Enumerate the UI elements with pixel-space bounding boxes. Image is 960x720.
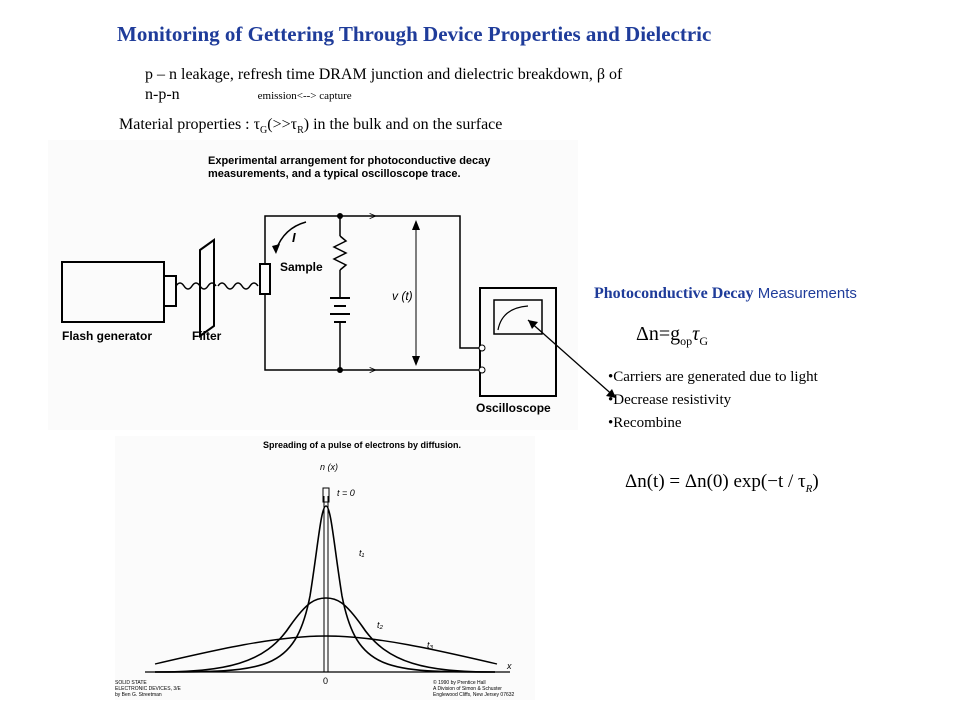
t3-label: t₃ bbox=[427, 640, 434, 650]
npn-label: n-p-n bbox=[145, 86, 180, 103]
oscilloscope-screen bbox=[493, 299, 543, 335]
oscilloscope-label: Oscilloscope bbox=[476, 401, 551, 415]
filter-shape bbox=[199, 238, 215, 338]
figure1-caption-line2: measurements, and a typical oscilloscope… bbox=[208, 168, 461, 180]
pointer-arrow bbox=[527, 319, 617, 399]
bullet-item: •Carriers are generated due to light bbox=[608, 369, 818, 385]
svg-text:>: > bbox=[369, 363, 376, 377]
curve-t2 bbox=[154, 597, 496, 673]
bullet-list: •Carriers are generated due to light •De… bbox=[608, 368, 833, 437]
svg-text:>: > bbox=[369, 209, 376, 223]
slide-title: Monitoring of Gettering Through Device P… bbox=[117, 22, 712, 46]
pcd-heading: Photoconductive Decay Measurements bbox=[594, 285, 857, 302]
emission-capture-label: emission<--> capture bbox=[257, 90, 352, 102]
generation-formula: Δn=gopτG bbox=[636, 323, 708, 348]
flash-generator-label: Flash generator bbox=[62, 329, 152, 343]
curve-t3 bbox=[154, 635, 498, 665]
current-label: I bbox=[292, 230, 296, 245]
t1-label: t₁ bbox=[359, 548, 365, 558]
photoconductive-decay-setup-figure: Experimental arrangement for photoconduc… bbox=[48, 140, 578, 430]
material-properties-line: Material properties : τG(>>τR) in the bu… bbox=[119, 116, 503, 137]
monitoring-items-line-2: n-p-n emission<--> capture bbox=[145, 86, 352, 104]
credit-right: © 1990 by Prentice Hall A Division of Si… bbox=[433, 679, 515, 698]
figure2-caption: Spreading of a pulse of electrons by dif… bbox=[263, 440, 461, 450]
filter-label: Filter bbox=[192, 329, 222, 343]
t0-label: t = 0 bbox=[337, 488, 355, 498]
sample-label: Sample bbox=[280, 260, 323, 274]
credit-left: SOLID STATE ELECTRONIC DEVICES, 3/E by B… bbox=[115, 680, 182, 698]
resistor-symbol bbox=[332, 235, 348, 271]
monitoring-items-line: p – n leakage, refresh time DRAM junctio… bbox=[145, 66, 623, 83]
figure2-origin-label: 0 bbox=[323, 676, 328, 686]
figure1-caption-line1: Experimental arrangement for photoconduc… bbox=[208, 155, 491, 167]
figure2-x-axis-label: x bbox=[506, 661, 512, 671]
curve-t1 bbox=[154, 505, 496, 673]
oscilloscope-box bbox=[479, 287, 557, 397]
bullet-item: •Decrease resistivity bbox=[608, 392, 732, 408]
figure2-y-axis-label: n (x) bbox=[320, 462, 338, 472]
diffusion-pulse-figure: Spreading of a pulse of electrons by dif… bbox=[115, 436, 535, 700]
t2-label: t₂ bbox=[377, 620, 384, 630]
voltage-label: v (t) bbox=[392, 289, 413, 303]
decay-equation: Δn(t) = Δn(0) exp(−t / τR) bbox=[625, 471, 819, 495]
bullet-item: •Recombine bbox=[608, 415, 682, 431]
